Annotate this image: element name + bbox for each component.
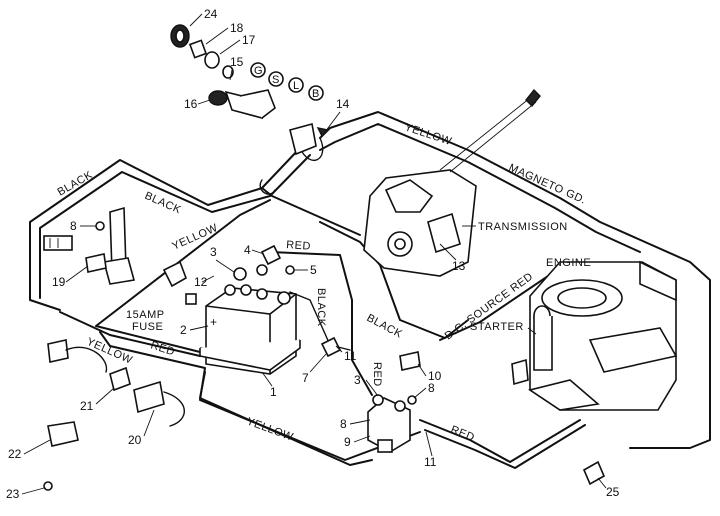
callout-3b: 3 xyxy=(354,373,361,387)
terminal-l xyxy=(288,77,304,93)
callout-1: 1 xyxy=(270,385,277,399)
wire-label-black-left: BLACK xyxy=(143,190,183,217)
callout-17: 17 xyxy=(242,33,256,47)
fuse-holder xyxy=(162,260,187,288)
switch-plug xyxy=(47,339,69,363)
bolt-5 xyxy=(285,265,295,275)
battery-terminal-negative xyxy=(277,291,291,305)
callout-16: 16 xyxy=(184,97,198,111)
callouts: 24 18 17 15 16 14 8 19 3 4 5 12 2 1 7 11… xyxy=(6,7,620,501)
callout-10: 10 xyxy=(428,369,442,383)
seat-switch xyxy=(133,380,165,414)
switch-connector xyxy=(289,122,317,156)
terminal-l-label: L xyxy=(293,80,300,92)
callout-8a: 8 xyxy=(70,219,77,233)
callout-4: 4 xyxy=(244,243,251,257)
starter-connector xyxy=(511,358,529,386)
callout-11b: 11 xyxy=(424,455,437,469)
interlock-switch-left xyxy=(43,206,136,285)
terminal-s-label: S xyxy=(272,74,280,86)
engine-label: ENGINE xyxy=(546,257,591,269)
battery: + xyxy=(199,244,342,375)
lower-left-switches xyxy=(43,339,185,491)
callout-2: 2 xyxy=(180,323,187,337)
wire-label-black-vertical: BLACK xyxy=(315,288,327,327)
callout-19: 19 xyxy=(52,275,66,289)
starter-label: STARTER xyxy=(470,321,524,333)
callout-3a: 3 xyxy=(210,245,217,259)
terminal-g-label: G xyxy=(254,65,263,77)
callout-5: 5 xyxy=(310,263,317,277)
solenoid-mount xyxy=(377,439,393,453)
lock-washer xyxy=(188,39,208,59)
callout-11a: 11 xyxy=(344,349,357,363)
shift-lever-knob xyxy=(525,88,541,108)
callout-12: 12 xyxy=(194,275,208,289)
wire-label-yellow-bottom: YELLOW xyxy=(245,416,295,444)
callout-25: 25 xyxy=(606,485,620,499)
switch-22 xyxy=(47,421,79,447)
terminal-b-label: B xyxy=(312,88,320,100)
callout-23: 23 xyxy=(6,487,20,501)
callout-20: 20 xyxy=(128,433,142,447)
terminal-b xyxy=(308,85,324,101)
callout-14: 14 xyxy=(336,97,350,111)
battery-cap xyxy=(256,288,268,300)
connector-25 xyxy=(582,460,606,486)
wire-label-yellow-left: YELLOW xyxy=(85,336,135,367)
fuse-assembly xyxy=(162,260,197,305)
callout-18: 18 xyxy=(230,21,244,35)
callout-15: 15 xyxy=(230,55,244,69)
fuse-label-line2: FUSE xyxy=(132,321,163,333)
terminal-g xyxy=(250,62,266,78)
callout-24: 24 xyxy=(204,7,218,21)
callout-9: 9 xyxy=(344,435,351,449)
washer xyxy=(204,51,220,69)
callout-7: 7 xyxy=(302,371,309,385)
switch-19 xyxy=(85,253,107,273)
transmission-label: TRANSMISSION xyxy=(478,221,568,233)
callout-8c: 8 xyxy=(340,417,347,431)
wire-label-red-top: RED xyxy=(286,239,312,253)
starter-solenoid xyxy=(367,351,421,453)
transmission: TRANSMISSION xyxy=(363,88,568,277)
fuse-icon xyxy=(185,293,197,305)
wire-label-magneto-gd: MAGNETO GD. xyxy=(507,162,588,207)
engine: ENGINE STARTER xyxy=(470,257,678,486)
terminal-s xyxy=(268,71,284,87)
callout-8b: 8 xyxy=(428,381,435,395)
callout-21: 21 xyxy=(80,399,94,413)
connector-21 xyxy=(109,366,131,392)
screw-23 xyxy=(43,481,53,491)
terminal-bolt xyxy=(233,267,247,281)
battery-plus-label: + xyxy=(210,315,217,329)
ignition-switch-assembly: G S L B xyxy=(170,24,324,156)
wire-label-yellow-top: YELLOW xyxy=(403,121,453,148)
battery-cap xyxy=(240,284,252,296)
battery-cap xyxy=(224,284,236,296)
screw xyxy=(95,221,105,231)
fuse-label-line1: 15AMP xyxy=(126,309,165,321)
connector-10 xyxy=(399,351,421,371)
wire-label-red-right: RED xyxy=(371,362,383,387)
callout-13: 13 xyxy=(452,259,466,273)
ignition-key-icon xyxy=(208,90,228,106)
cable-terminal xyxy=(260,244,282,266)
callout-22: 22 xyxy=(8,447,22,461)
